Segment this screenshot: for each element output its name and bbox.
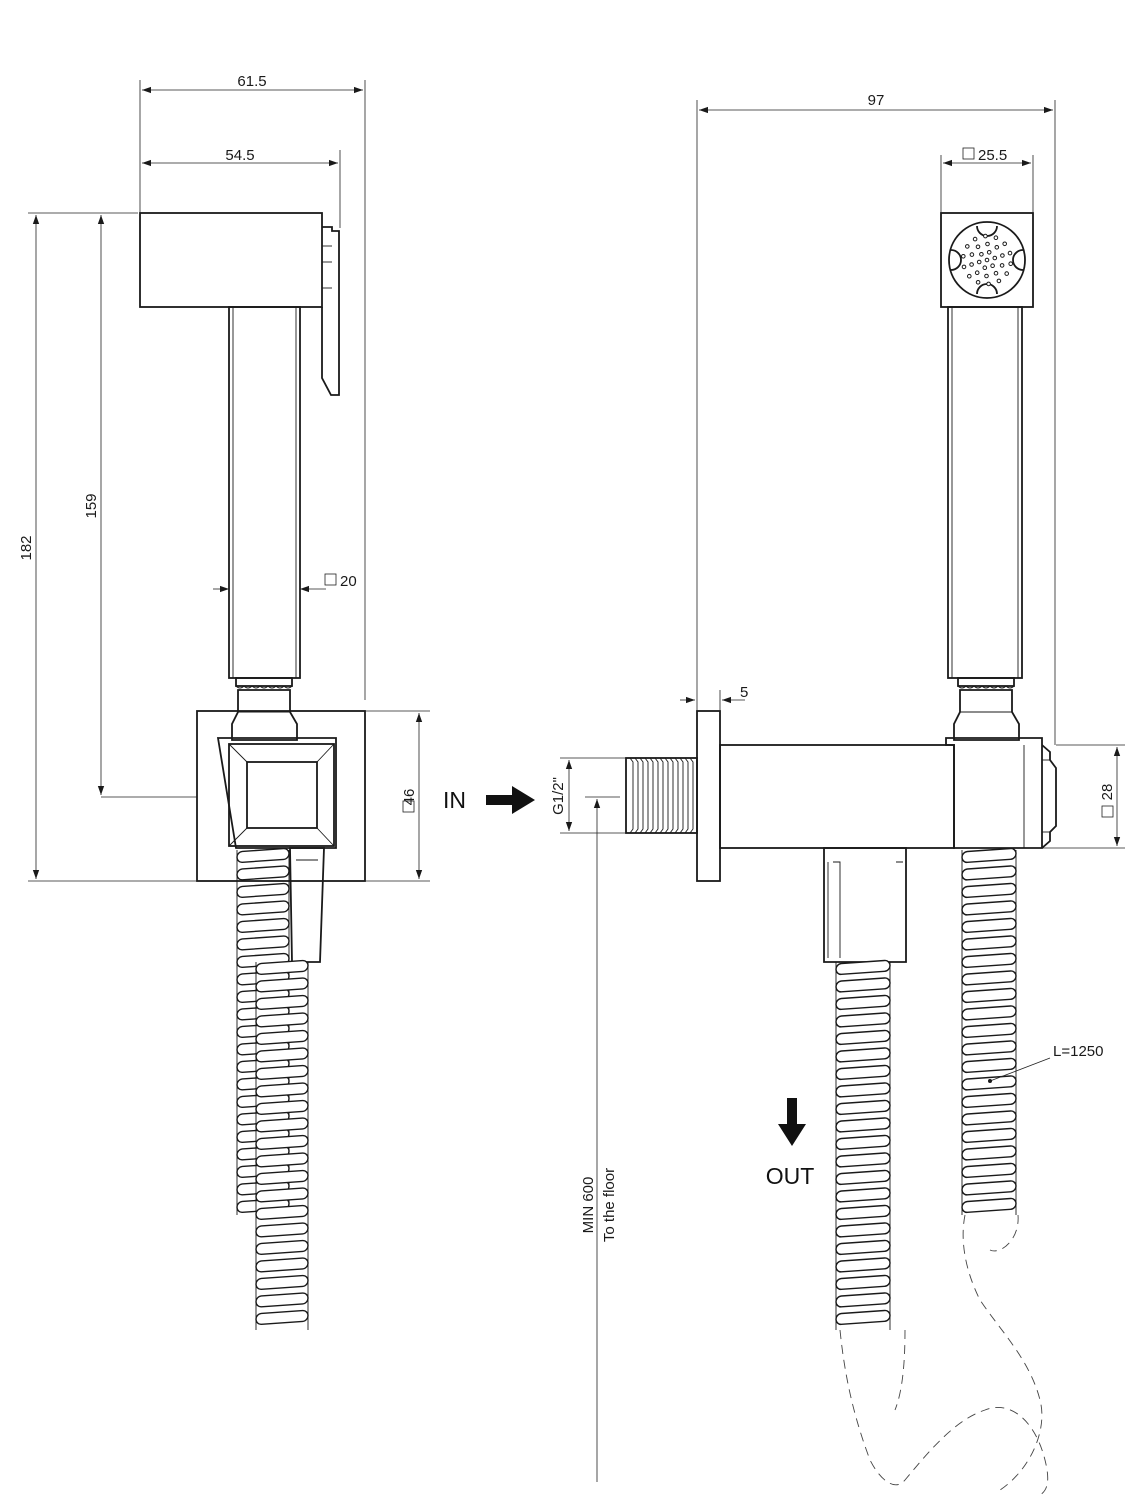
front-thread-ring bbox=[235, 685, 293, 689]
dim-height-total: 182 bbox=[18, 535, 35, 560]
spray-nozzles bbox=[961, 233, 1014, 287]
spray-face bbox=[948, 221, 1026, 299]
front-head bbox=[139, 212, 323, 308]
outlet-arrow-icon bbox=[778, 1098, 806, 1146]
inlet-indicator: IN bbox=[443, 786, 535, 814]
outlet-indicator: OUT bbox=[766, 1098, 815, 1189]
side-bracket-arm bbox=[719, 744, 955, 849]
hose-length-label: L=1250 bbox=[1053, 1043, 1103, 1060]
min-height-label: MIN 600 bbox=[580, 1177, 597, 1234]
min-height-ref-label: To the floor bbox=[601, 1168, 618, 1242]
front-dimensions: 61.5 54.5 182 159 20 46 bbox=[18, 73, 430, 882]
front-handle bbox=[228, 306, 301, 679]
dim-handle-square: 20 bbox=[340, 573, 357, 590]
front-wall-plate bbox=[196, 710, 366, 882]
side-dimensions: 97 25.5 5 G1/2" 28 MIN 600 To the floor … bbox=[550, 92, 1125, 1482]
dim-thread: G1/2" bbox=[550, 777, 567, 815]
dim-flange-thickness: 5 bbox=[740, 684, 748, 701]
outlet-label: OUT bbox=[766, 1163, 815, 1189]
dim-outlet-square: 28 bbox=[1099, 784, 1116, 801]
front-trigger-lever bbox=[321, 226, 340, 396]
side-handle bbox=[947, 306, 1023, 679]
dim-head-square: 25.5 bbox=[978, 147, 1007, 164]
inlet-label: IN bbox=[443, 787, 466, 813]
side-view bbox=[625, 212, 1057, 1496]
side-hose-handset bbox=[961, 847, 1017, 1215]
dim-width-body: 54.5 bbox=[225, 147, 254, 164]
hose-continuation bbox=[839, 1329, 1049, 1496]
front-view bbox=[139, 212, 366, 1330]
front-hose-back bbox=[255, 959, 309, 1330]
side-outlet bbox=[823, 847, 907, 963]
side-hose-outlet bbox=[835, 959, 891, 1330]
dim-bracket-square: 46 bbox=[401, 789, 418, 806]
inlet-thread bbox=[625, 757, 698, 834]
dim-width-total: 61.5 bbox=[237, 73, 266, 90]
dim-depth-total: 97 bbox=[868, 92, 885, 109]
dim-height-holder: 159 bbox=[83, 493, 100, 518]
front-holder bbox=[216, 737, 337, 849]
side-wall-flange bbox=[696, 710, 721, 882]
inlet-arrow-icon bbox=[486, 786, 535, 814]
